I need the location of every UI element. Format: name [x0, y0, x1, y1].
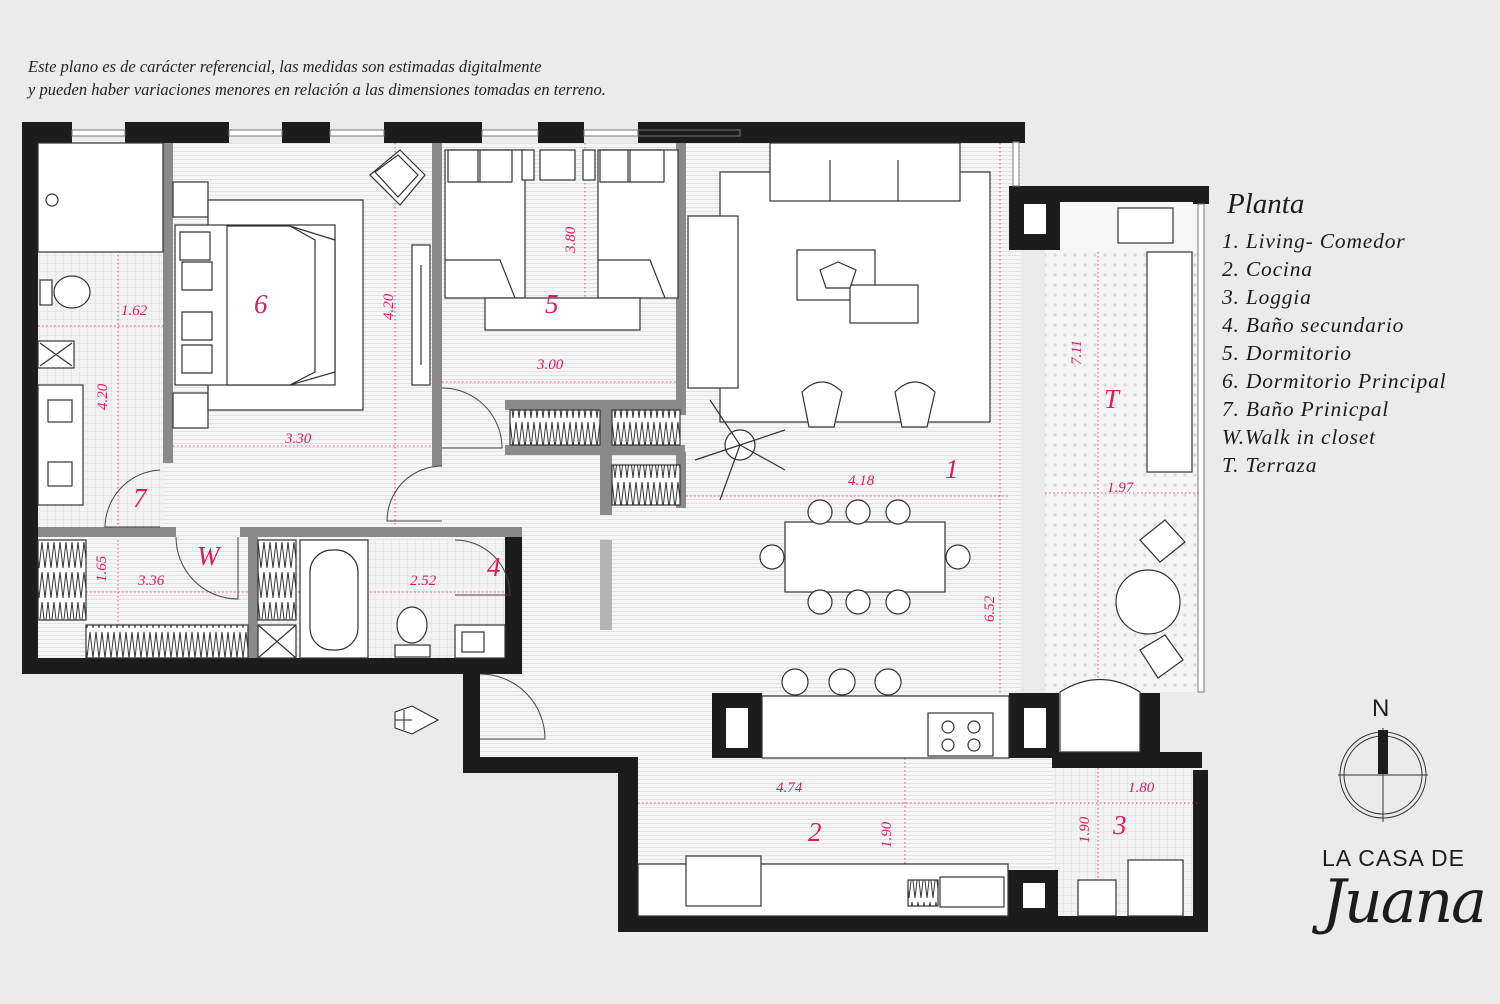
- dimension-labels: 1.62 4.20 3.30 4.20 3.80 3.00 7.11 4.18 …: [94, 226, 1155, 848]
- dim-label: 1.97: [1107, 480, 1135, 496]
- dim-label: 1.90: [879, 821, 895, 848]
- room-label-2: 2: [808, 817, 822, 847]
- dim-label: 1.65: [94, 555, 110, 582]
- hall-closets: [509, 409, 681, 506]
- dim-label: 3.36: [137, 573, 165, 589]
- room-label-3: 3: [1112, 810, 1127, 840]
- legend-title: Planta: [1227, 188, 1305, 220]
- plant: [694, 399, 786, 501]
- partitions: [38, 143, 686, 658]
- legend-item: T. Terraza: [1222, 453, 1318, 477]
- walk-in-closet: [37, 539, 297, 659]
- compass: N: [1338, 695, 1428, 822]
- dim-label: 4.18: [848, 473, 875, 489]
- dim-label: 4.20: [381, 293, 397, 320]
- compass-north-label: N: [1372, 695, 1389, 722]
- legend-item: 7. Baño Prinicpal: [1222, 397, 1390, 421]
- main-bed: [172, 181, 364, 429]
- dim-label: 1.90: [1077, 816, 1093, 843]
- windows: [71, 129, 1205, 693]
- dining-table: [759, 499, 971, 615]
- legend-item: 1. Living- Comedor: [1222, 229, 1406, 253]
- room-label-5: 5: [545, 289, 559, 319]
- brand-logo-script: Juana: [1322, 867, 1487, 937]
- furniture: [37, 142, 1193, 917]
- door-swings: [104, 387, 546, 740]
- legend-item: W.Walk in closet: [1222, 425, 1376, 449]
- dim-label: 7.11: [1069, 340, 1085, 365]
- room-label-1: 1: [945, 454, 959, 484]
- room-label-6: 6: [254, 289, 268, 319]
- twin-beds: [444, 149, 679, 331]
- legend-item: 6. Dormitorio Principal: [1222, 369, 1447, 393]
- secondary-bath-fixtures: [299, 539, 506, 659]
- room-label-4: 4: [487, 552, 501, 582]
- loggia-appliances: [1077, 859, 1184, 917]
- rug-and-sofas: [687, 142, 991, 428]
- terrace-furniture: [1059, 207, 1193, 753]
- dim-label: 4.20: [95, 383, 111, 410]
- room-legend: Planta 1. Living- Comedor 2. Cocina 3. L…: [1222, 188, 1446, 479]
- main-bath-fixtures: [37, 142, 164, 506]
- room-label-7: 7: [133, 483, 148, 513]
- armchair: [369, 149, 426, 206]
- brand-logo-top: LA CASA DE: [1322, 845, 1465, 871]
- brand-logo: LA CASA DE Juana: [1322, 845, 1487, 985]
- legend-item: 3. Loggia: [1222, 285, 1312, 309]
- disclaimer: Este plano es de carácter referencial, l…: [28, 55, 606, 101]
- dim-label: 3.30: [284, 431, 312, 447]
- disclaimer-line-2: y pueden haber variaciones menores en re…: [28, 80, 606, 99]
- room-label-w: W: [197, 541, 222, 571]
- dim-label: 1.80: [1128, 780, 1155, 796]
- dim-label: 2.52: [410, 573, 437, 589]
- dim-label: 3.80: [563, 226, 579, 254]
- dim-label: 6.52: [982, 595, 998, 622]
- entrance-arrow: [394, 705, 440, 735]
- legend-item: 5. Dormitorio: [1222, 341, 1352, 365]
- dimension-lines: [38, 143, 1200, 916]
- dim-label: 1.62: [121, 303, 148, 319]
- legend-item: 4. Baño secundario: [1222, 313, 1405, 337]
- kitchen-counter: [637, 668, 1010, 917]
- legend-item: 2. Cocina: [1222, 257, 1313, 281]
- dim-label: 4.74: [776, 780, 803, 796]
- room-labels: 1 2 3 4 5 6 7 W T: [133, 289, 1127, 847]
- disclaimer-line-1: Este plano es de carácter referencial, l…: [28, 57, 542, 76]
- room-label-t: T: [1104, 384, 1121, 414]
- dim-label: 3.00: [536, 357, 564, 373]
